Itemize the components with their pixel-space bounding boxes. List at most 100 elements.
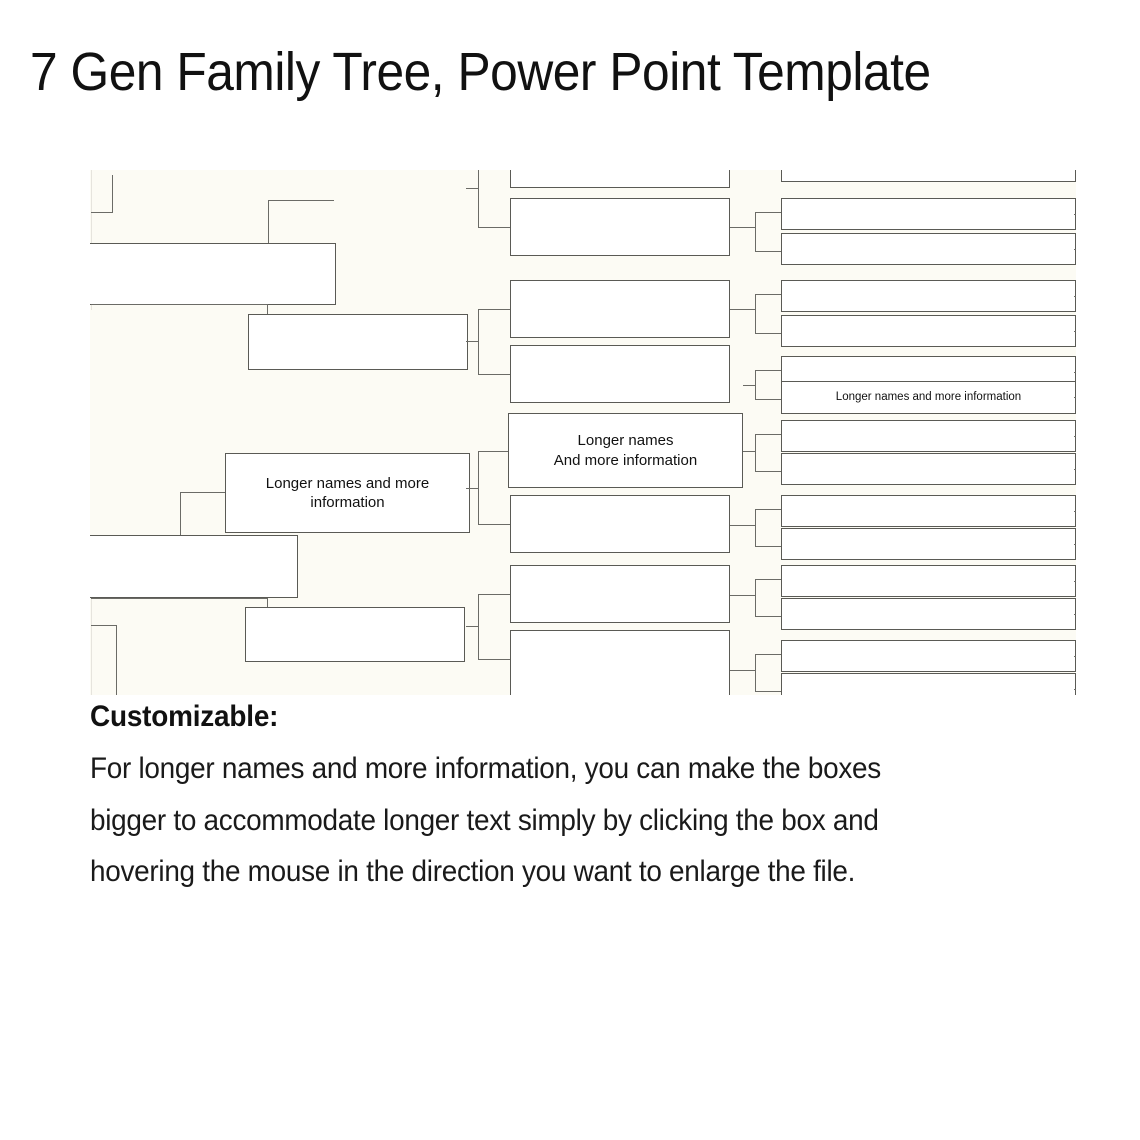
connector-g6-stub-9	[1074, 511, 1076, 513]
connector-g4f-in	[478, 524, 510, 526]
connector-g5-06-in	[755, 399, 781, 401]
connector-g6-stub-7	[1074, 436, 1076, 438]
connector-g5-04-in	[755, 333, 781, 335]
customizable-heading: Customizable:	[90, 700, 279, 733]
node-g3-c[interactable]	[90, 535, 298, 598]
connector-g5-10-in	[755, 546, 781, 548]
node-g5-06-label: Longer names and more information	[835, 391, 1022, 404]
connector-g5-p2-bracket	[755, 294, 757, 334]
connector-g5-11-in	[755, 579, 781, 581]
description-block: Customizable: For longer names and more …	[90, 700, 1070, 898]
connector-g6-stub-3	[1074, 296, 1076, 298]
node-g4-a[interactable]	[510, 170, 730, 188]
connector-g6-stub-8	[1074, 469, 1076, 471]
node-g4-b[interactable]	[510, 198, 730, 256]
node-g2-a[interactable]	[90, 243, 336, 305]
connector-g4g-in	[478, 594, 510, 596]
node-g5-01[interactable]	[781, 198, 1076, 230]
connector-g4b-in	[478, 227, 510, 229]
node-g5-09[interactable]	[781, 495, 1076, 527]
node-g5-06[interactable]: Longer names and more information	[781, 381, 1076, 414]
node-g3-b-label: Longer names and more information	[265, 474, 430, 511]
node-g5-11[interactable]	[781, 565, 1076, 597]
page-title: 7 Gen Family Tree, Power Point Template	[30, 42, 931, 102]
connector-g6-stub-6	[1074, 397, 1076, 399]
node-g5-04[interactable]	[781, 315, 1076, 347]
node-g4-d[interactable]	[510, 345, 730, 403]
connector-g3b-riser	[180, 492, 182, 536]
connector-g3b-in	[180, 492, 226, 494]
connector-g1-stub-h	[91, 212, 113, 214]
connector-g2-riser	[268, 200, 270, 243]
connector-g4ab-bracket	[478, 170, 480, 228]
connector-g4ef-feed	[466, 488, 478, 490]
connector-g5-p1-bracket	[755, 212, 757, 252]
node-g4-e-line2: And more information	[553, 451, 698, 469]
connector-g5-12-in	[755, 616, 781, 618]
connector-g6-stub-2	[1074, 249, 1076, 251]
connector-g5-01-in	[755, 212, 781, 214]
diagram-canvas: Longer names and more information	[90, 170, 1076, 695]
node-g4-c[interactable]	[510, 280, 730, 338]
connector-g5-08-in	[755, 471, 781, 473]
node-g5-00[interactable]	[781, 170, 1076, 182]
connector-spine-bottom	[91, 535, 93, 695]
connector-g4ab-feed	[466, 188, 478, 190]
node-g5-10[interactable]	[781, 528, 1076, 560]
connector-g5-05-in	[755, 370, 781, 372]
connector-g5-p3-feed	[743, 385, 755, 387]
connector-g5-03-in	[755, 294, 781, 296]
node-g5-14[interactable]	[781, 673, 1076, 695]
customizable-paragraph: For longer names and more information, y…	[90, 752, 881, 889]
connector-g4gh-feed	[466, 626, 478, 628]
node-g5-08[interactable]	[781, 453, 1076, 485]
connector-g5-p6-feed	[730, 595, 755, 597]
connector-g5-p5-feed	[730, 525, 755, 527]
connector-g6-stub-14	[1074, 689, 1076, 691]
connector-g5-02-in	[755, 251, 781, 253]
node-g3-d[interactable]	[245, 607, 465, 662]
connector-g4e-in	[478, 451, 508, 453]
connector-g5-14-in	[755, 691, 781, 693]
connector-g4h-in	[478, 659, 510, 661]
connector-spine-top	[91, 170, 93, 310]
connector-g5-p4-feed	[743, 451, 755, 453]
connector-g5-p3-bracket	[755, 370, 757, 400]
node-g5-13[interactable]	[781, 640, 1076, 672]
connector-bottom-stub-h	[91, 625, 117, 627]
connector-g5-p7-feed	[730, 670, 755, 672]
connector-g4cd-feed	[466, 341, 478, 343]
node-g4-h[interactable]	[510, 630, 730, 695]
node-g4-e-label: Longer names And more information	[554, 431, 697, 469]
connector-g4gh-bracket	[478, 594, 480, 660]
node-g3-a[interactable]	[248, 314, 468, 370]
node-g5-07[interactable]	[781, 420, 1076, 452]
connector-g6-stub-13	[1074, 656, 1076, 658]
node-g3-b[interactable]: Longer names and more information	[225, 453, 470, 533]
node-g5-03[interactable]	[781, 280, 1076, 312]
connector-bottom-stub-v	[116, 625, 118, 695]
connector-g4c-in	[478, 309, 510, 311]
node-g5-02[interactable]	[781, 233, 1076, 265]
node-g4-f[interactable]	[510, 495, 730, 553]
connector-g6-stub-11	[1074, 581, 1076, 583]
connector-g6-stub-5	[1074, 372, 1076, 374]
family-tree-diagram[interactable]: Longer names and more information	[90, 170, 1076, 695]
connector-g5-13-in	[755, 654, 781, 656]
node-g4-g[interactable]	[510, 565, 730, 623]
connector-g5-09-in	[755, 509, 781, 511]
connector-g5-07-in	[755, 434, 781, 436]
connector-g5-p1-feed	[730, 227, 755, 229]
node-g4-e-line1: Longer names	[577, 432, 674, 450]
connector-g6-stub-1	[1074, 214, 1076, 216]
connector-g1-stub-v	[112, 175, 114, 213]
connector-g5-p5-bracket	[755, 509, 757, 547]
connector-g5-p2-feed	[730, 309, 755, 311]
node-g4-e[interactable]: Longer names And more information	[508, 413, 743, 488]
node-g5-12[interactable]	[781, 598, 1076, 630]
connector-g4cd-bracket	[478, 309, 480, 375]
connector-g4ef-bracket	[478, 451, 480, 525]
connector-g5-p6-bracket	[755, 579, 757, 617]
connector-g3d-in	[91, 598, 268, 600]
connector-g6-stub-10	[1074, 544, 1076, 546]
